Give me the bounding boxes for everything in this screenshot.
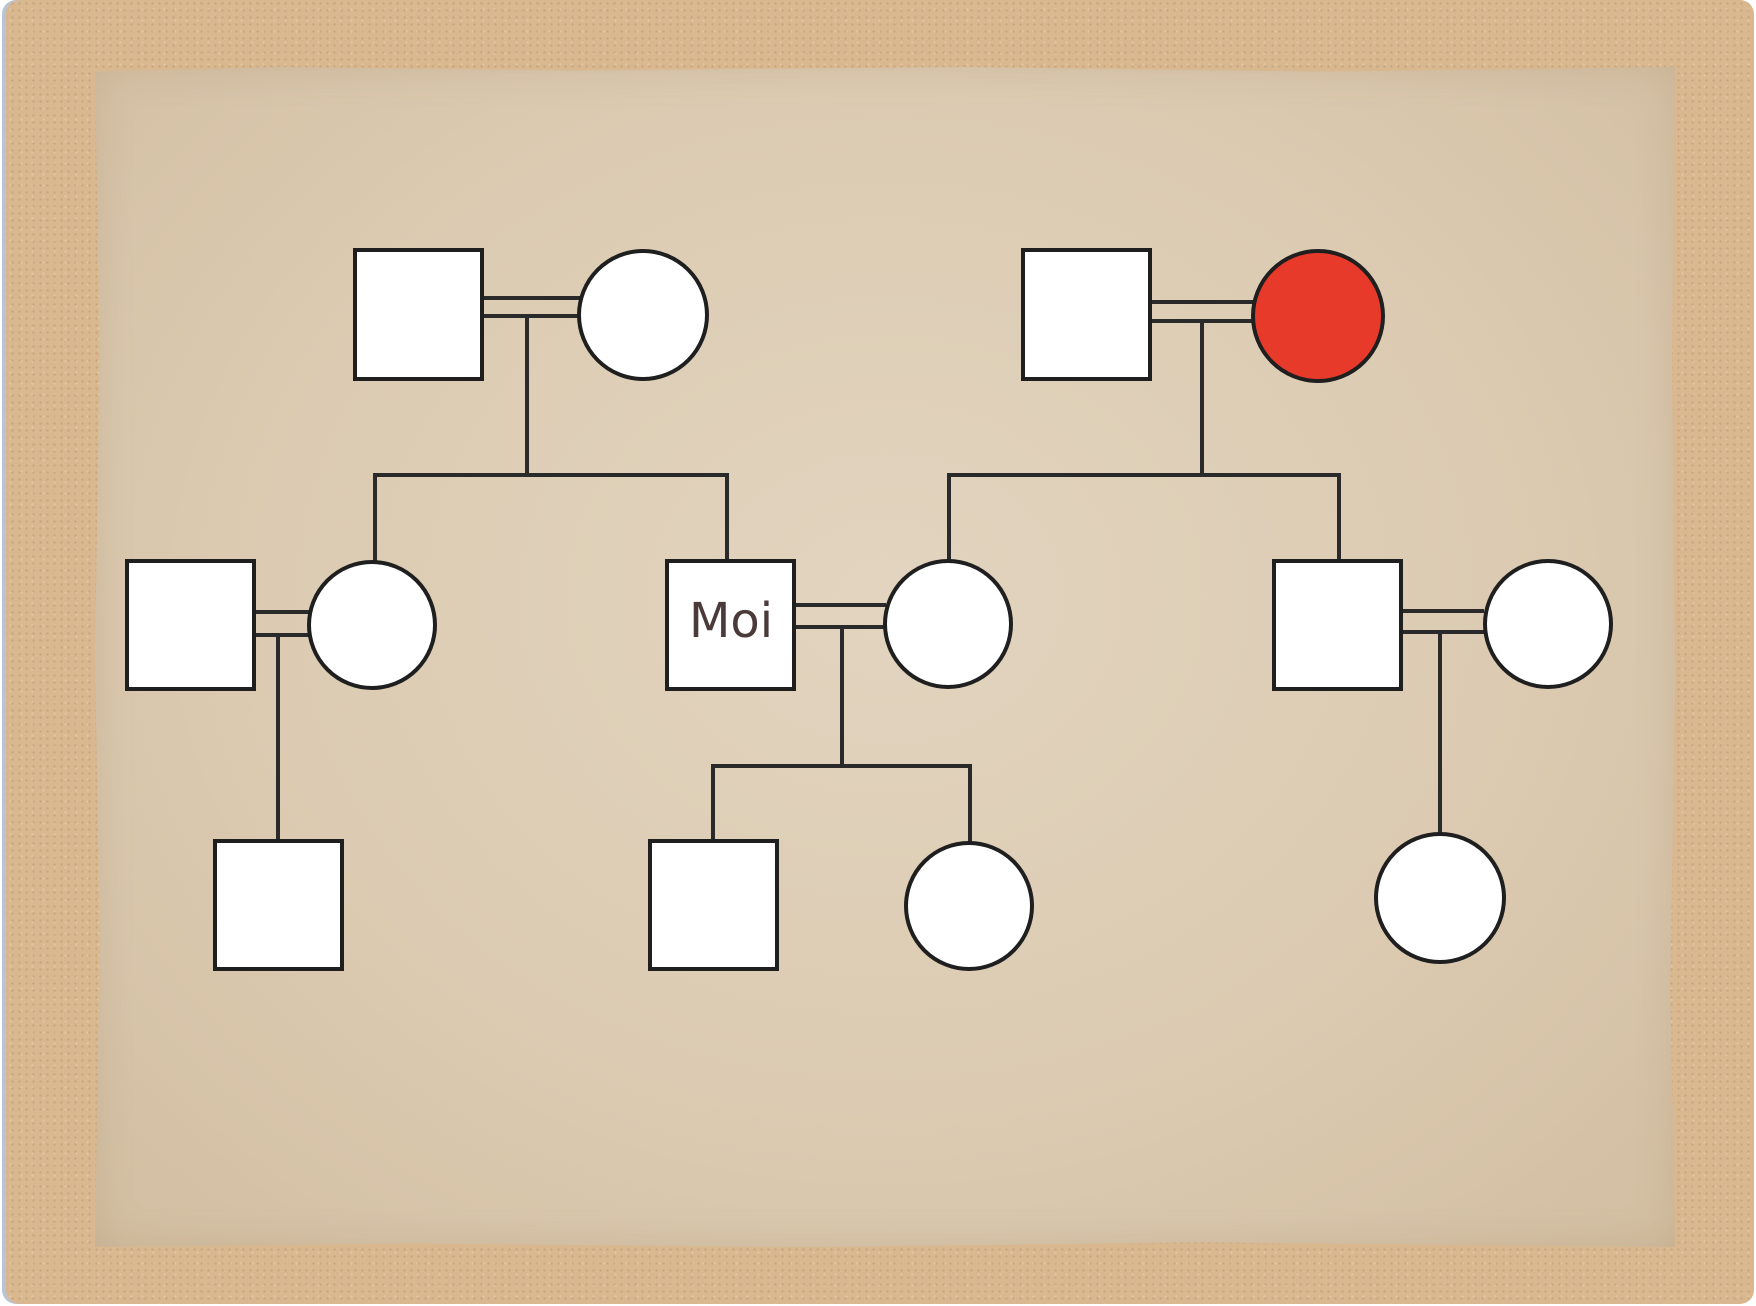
couple-moi: Moi bbox=[665, 559, 1013, 766]
male-grandfather-paternal bbox=[353, 248, 484, 381]
sibship-left bbox=[373, 473, 729, 562]
sibship-right bbox=[947, 473, 1341, 560]
sibship-moi-children bbox=[711, 764, 972, 843]
male-uncle bbox=[1272, 559, 1403, 691]
female-grandmother-maternal-affected bbox=[1251, 249, 1385, 383]
female-cousin bbox=[1374, 832, 1506, 964]
female-daughter bbox=[904, 841, 1034, 971]
male-grandfather-maternal bbox=[1021, 248, 1152, 381]
moi-label: Moi bbox=[689, 593, 773, 649]
female-grandmother-paternal bbox=[577, 249, 709, 381]
couple-grandparents-paternal bbox=[353, 248, 709, 473]
male-uncle-by-marriage bbox=[125, 559, 256, 691]
female-spouse-of-moi bbox=[883, 559, 1013, 689]
couple-grandparents-maternal bbox=[1021, 248, 1385, 473]
female-aunt-by-marriage bbox=[1483, 559, 1613, 689]
couple-aunt bbox=[125, 559, 437, 841]
male-cousin bbox=[213, 839, 344, 971]
male-moi bbox=[665, 559, 796, 691]
male-son bbox=[648, 839, 779, 971]
female-aunt bbox=[307, 560, 437, 690]
couple-uncle bbox=[1272, 559, 1613, 835]
